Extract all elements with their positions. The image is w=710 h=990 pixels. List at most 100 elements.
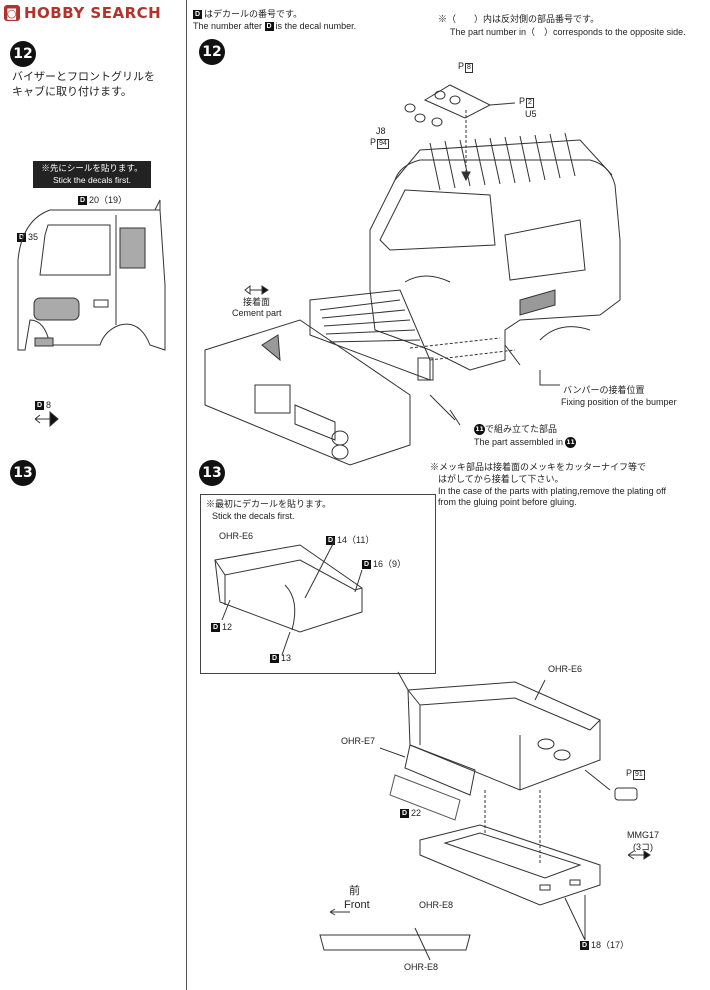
decal-note-jp-text: はデカールの番号です。 <box>204 9 303 19</box>
mmg17-qty-label: (3コ) <box>633 842 653 852</box>
decal-glyph-icon: D <box>193 10 202 20</box>
cement-label-jp: 接着面 <box>243 297 271 307</box>
decal-20-text: 20（19） <box>89 195 128 205</box>
decal-35-text: 35 <box>28 232 39 242</box>
decal-16-text: 16（9） <box>373 559 407 569</box>
step-11-mini-badge: 11 <box>474 424 485 436</box>
part-p91-letter: P <box>626 768 633 778</box>
mmg17-label: MMG17 <box>627 830 660 840</box>
bumper-illustration <box>204 319 411 466</box>
logo-text: HOBBY SEARCH <box>24 4 162 22</box>
banner-jp: ※先にシールを貼ります。 <box>41 163 143 173</box>
logo-mark-icon: ◙ <box>4 5 20 21</box>
decal-glyph-icon: D <box>211 623 220 633</box>
part-p94-letter: P <box>370 137 377 147</box>
decal-glyph-icon: D <box>17 233 26 243</box>
plating-note-en-2: from the gluing point before gluing. <box>438 497 577 507</box>
part-j8-label: J8 <box>376 126 386 136</box>
decal-note-en-prefix: The number after <box>193 21 263 31</box>
part-p8-box: 8 <box>465 63 473 73</box>
step12-instruction-line1: バイザーとフロントグリルを <box>12 71 155 83</box>
part-note-en: The part number in（ ）corresponds to the … <box>450 27 686 37</box>
tray-small-illustration <box>214 539 363 656</box>
step-13-badge-main: 13 <box>199 460 225 486</box>
decal-12-text: 12 <box>222 622 233 632</box>
truck-cab-illustration <box>369 132 621 371</box>
decal-glyph-icon: D <box>270 654 279 664</box>
step-12-badge-main: 12 <box>199 39 225 65</box>
decal-note-en-suffix: is the decal number. <box>275 21 357 31</box>
box-note-en: Stick the decals first. <box>212 511 295 521</box>
ohr-e8-frame-illustration <box>419 790 601 906</box>
ohr-e7-part <box>379 744 476 796</box>
decal-glyph-icon: D <box>362 560 371 570</box>
step12-instruction-line2: キャブに取り付けます。 <box>12 86 132 98</box>
decal-14-text: 14（11） <box>337 535 375 545</box>
cab-side-illustration <box>17 199 166 351</box>
front-label-en: Front <box>344 899 370 911</box>
step-13-badge-left: 13 <box>10 460 36 486</box>
decal-first-banner: ※先にシールを貼ります。 Stick the decals first. <box>33 161 151 188</box>
tray-main-illustration <box>407 679 601 791</box>
front-label-jp: 前 <box>349 885 360 897</box>
plating-note-jp-1: ※メッキ部品は接着面のメッキをカッターナイフ等で <box>430 462 647 472</box>
ohr-e8-label-b: OHR-E8 <box>404 962 439 972</box>
decal-22-text: 22 <box>411 808 422 818</box>
decal-glyph-icon: D <box>78 196 87 206</box>
ohr-e6-small-label: OHR-E6 <box>219 531 254 541</box>
step-12-badge-left: 12 <box>10 41 36 67</box>
plating-note-jp-2: はがしてから接着して下さい。 <box>438 474 564 484</box>
mmg17-lamp <box>584 769 638 801</box>
ohr-e8-label-a: OHR-E8 <box>419 900 454 910</box>
decal-8-text: 8 <box>46 400 52 410</box>
assembled-label-jp: 11で組み立てた部品 <box>474 424 558 436</box>
assembled-jp-text: で組み立てた部品 <box>485 424 558 434</box>
decal-first-frame <box>200 494 436 674</box>
plating-note-en-1: In the case of the parts with plating,re… <box>438 486 666 496</box>
front-grille-illustration <box>309 289 434 381</box>
decal-glyph-icon: D <box>400 809 409 819</box>
decal-13-text: 13 <box>281 653 292 663</box>
part-p91-box: 91 <box>633 770 645 780</box>
assembled-en-text: The part assembled in <box>474 437 564 447</box>
part-p94-box: 94 <box>377 139 389 149</box>
step-11-mini-badge: 11 <box>565 437 577 449</box>
part-p2-box: 2 <box>526 98 534 108</box>
decal-glyph-icon: D <box>580 941 589 951</box>
ohr-e6-main-label: OHR-E6 <box>548 664 583 674</box>
banner-en: Stick the decals first. <box>53 175 131 185</box>
decal-18-text: 18（17） <box>591 940 630 950</box>
hobby-search-logo: ◙ HOBBY SEARCH <box>4 4 161 22</box>
column-divider <box>186 0 187 990</box>
double-arrow-icon <box>34 414 59 424</box>
visor-lamps <box>404 84 516 182</box>
decal-glyph-icon: D <box>326 536 335 546</box>
box-note-jp: ※最初にデカールを貼ります。 <box>206 499 332 509</box>
part-note-jp: ※（ ）内は反対側の部品番号です。 <box>438 14 600 24</box>
bumper-label-en: Fixing position of the bumper <box>561 397 677 407</box>
bumper-label-jp: バンパーの接着位置 <box>563 385 645 395</box>
decal-glyph-icon: D <box>264 22 274 32</box>
cement-label-en: Cement part <box>232 308 282 318</box>
part-p8-letter: P <box>458 61 465 71</box>
part-u5-label: U5 <box>525 109 537 119</box>
ohr-e7-label: OHR-E7 <box>341 736 376 746</box>
decal-glyph-icon: D <box>35 401 44 411</box>
